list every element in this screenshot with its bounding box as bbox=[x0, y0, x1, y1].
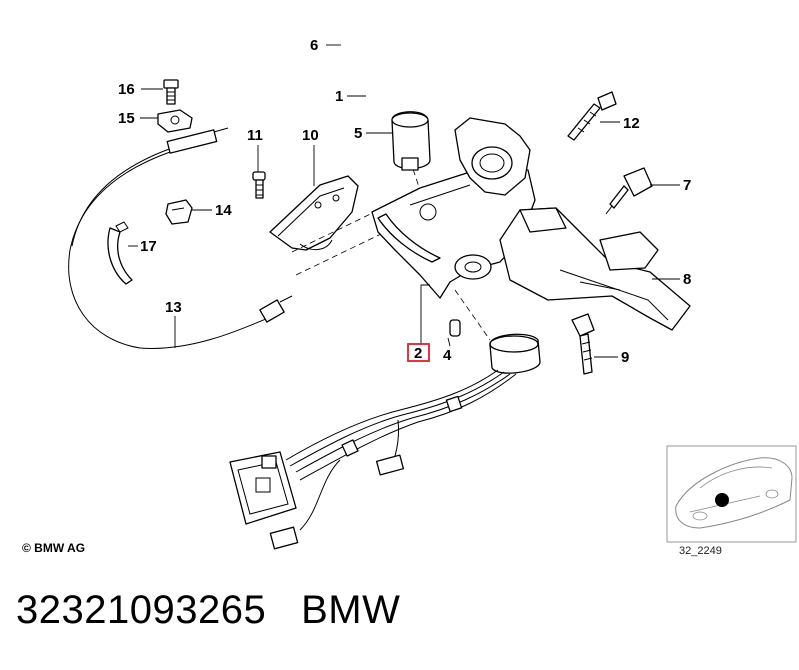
part-number: 32321093265 bbox=[16, 588, 267, 632]
callout-4: 4 bbox=[443, 347, 452, 364]
bolt-16 bbox=[163, 79, 179, 105]
callout-labels: 6 1 16 15 11 10 5 12 7 14 17 8 13 2 4 9 bbox=[118, 37, 691, 366]
highlight-box-part-2 bbox=[407, 343, 430, 362]
clip-14 bbox=[165, 199, 193, 225]
brand-name: BMW bbox=[301, 588, 401, 632]
nut-15 bbox=[157, 109, 193, 133]
callout-8: 8 bbox=[683, 271, 691, 288]
reference-code: 32_2249 bbox=[679, 545, 722, 557]
callout-11: 11 bbox=[247, 127, 263, 144]
lock-cylinder-5 bbox=[391, 111, 431, 171]
callout-5: 5 bbox=[354, 125, 362, 142]
callout-9: 9 bbox=[621, 349, 629, 366]
wiring-harness bbox=[229, 333, 541, 550]
bolt-12 bbox=[567, 91, 617, 141]
callout-2: 2 bbox=[414, 345, 422, 362]
callout-17: 17 bbox=[140, 238, 157, 255]
screw-9 bbox=[571, 313, 595, 375]
callout-16: 16 bbox=[118, 81, 135, 98]
callout-1: 1 bbox=[335, 88, 343, 105]
leader-lines bbox=[128, 44, 680, 358]
exploded-parts-diagram: 6 1 16 15 11 10 5 12 7 14 17 8 13 2 4 9 … bbox=[22, 37, 797, 557]
bracket-8 bbox=[499, 207, 691, 331]
screw-11 bbox=[252, 171, 266, 199]
callout-15: 15 bbox=[118, 110, 135, 127]
switch-7 bbox=[605, 167, 653, 215]
footer: 32321093265 BMW bbox=[16, 588, 400, 633]
reference-thumbnail: 32_2249 bbox=[666, 445, 797, 557]
callout-10: 10 bbox=[302, 127, 319, 144]
cable-13 bbox=[68, 127, 293, 349]
copyright-text: © BMW AG bbox=[22, 541, 85, 555]
clip-17 bbox=[107, 221, 133, 285]
callout-6: 6 bbox=[310, 37, 318, 54]
steering-lock-housing bbox=[371, 117, 536, 299]
part-4 bbox=[449, 319, 461, 337]
callout-13: 13 bbox=[165, 299, 182, 316]
callout-7: 7 bbox=[683, 177, 691, 194]
cover-10 bbox=[269, 175, 359, 251]
location-marker bbox=[715, 493, 729, 507]
callout-14: 14 bbox=[215, 202, 232, 219]
callout-12: 12 bbox=[623, 115, 640, 132]
